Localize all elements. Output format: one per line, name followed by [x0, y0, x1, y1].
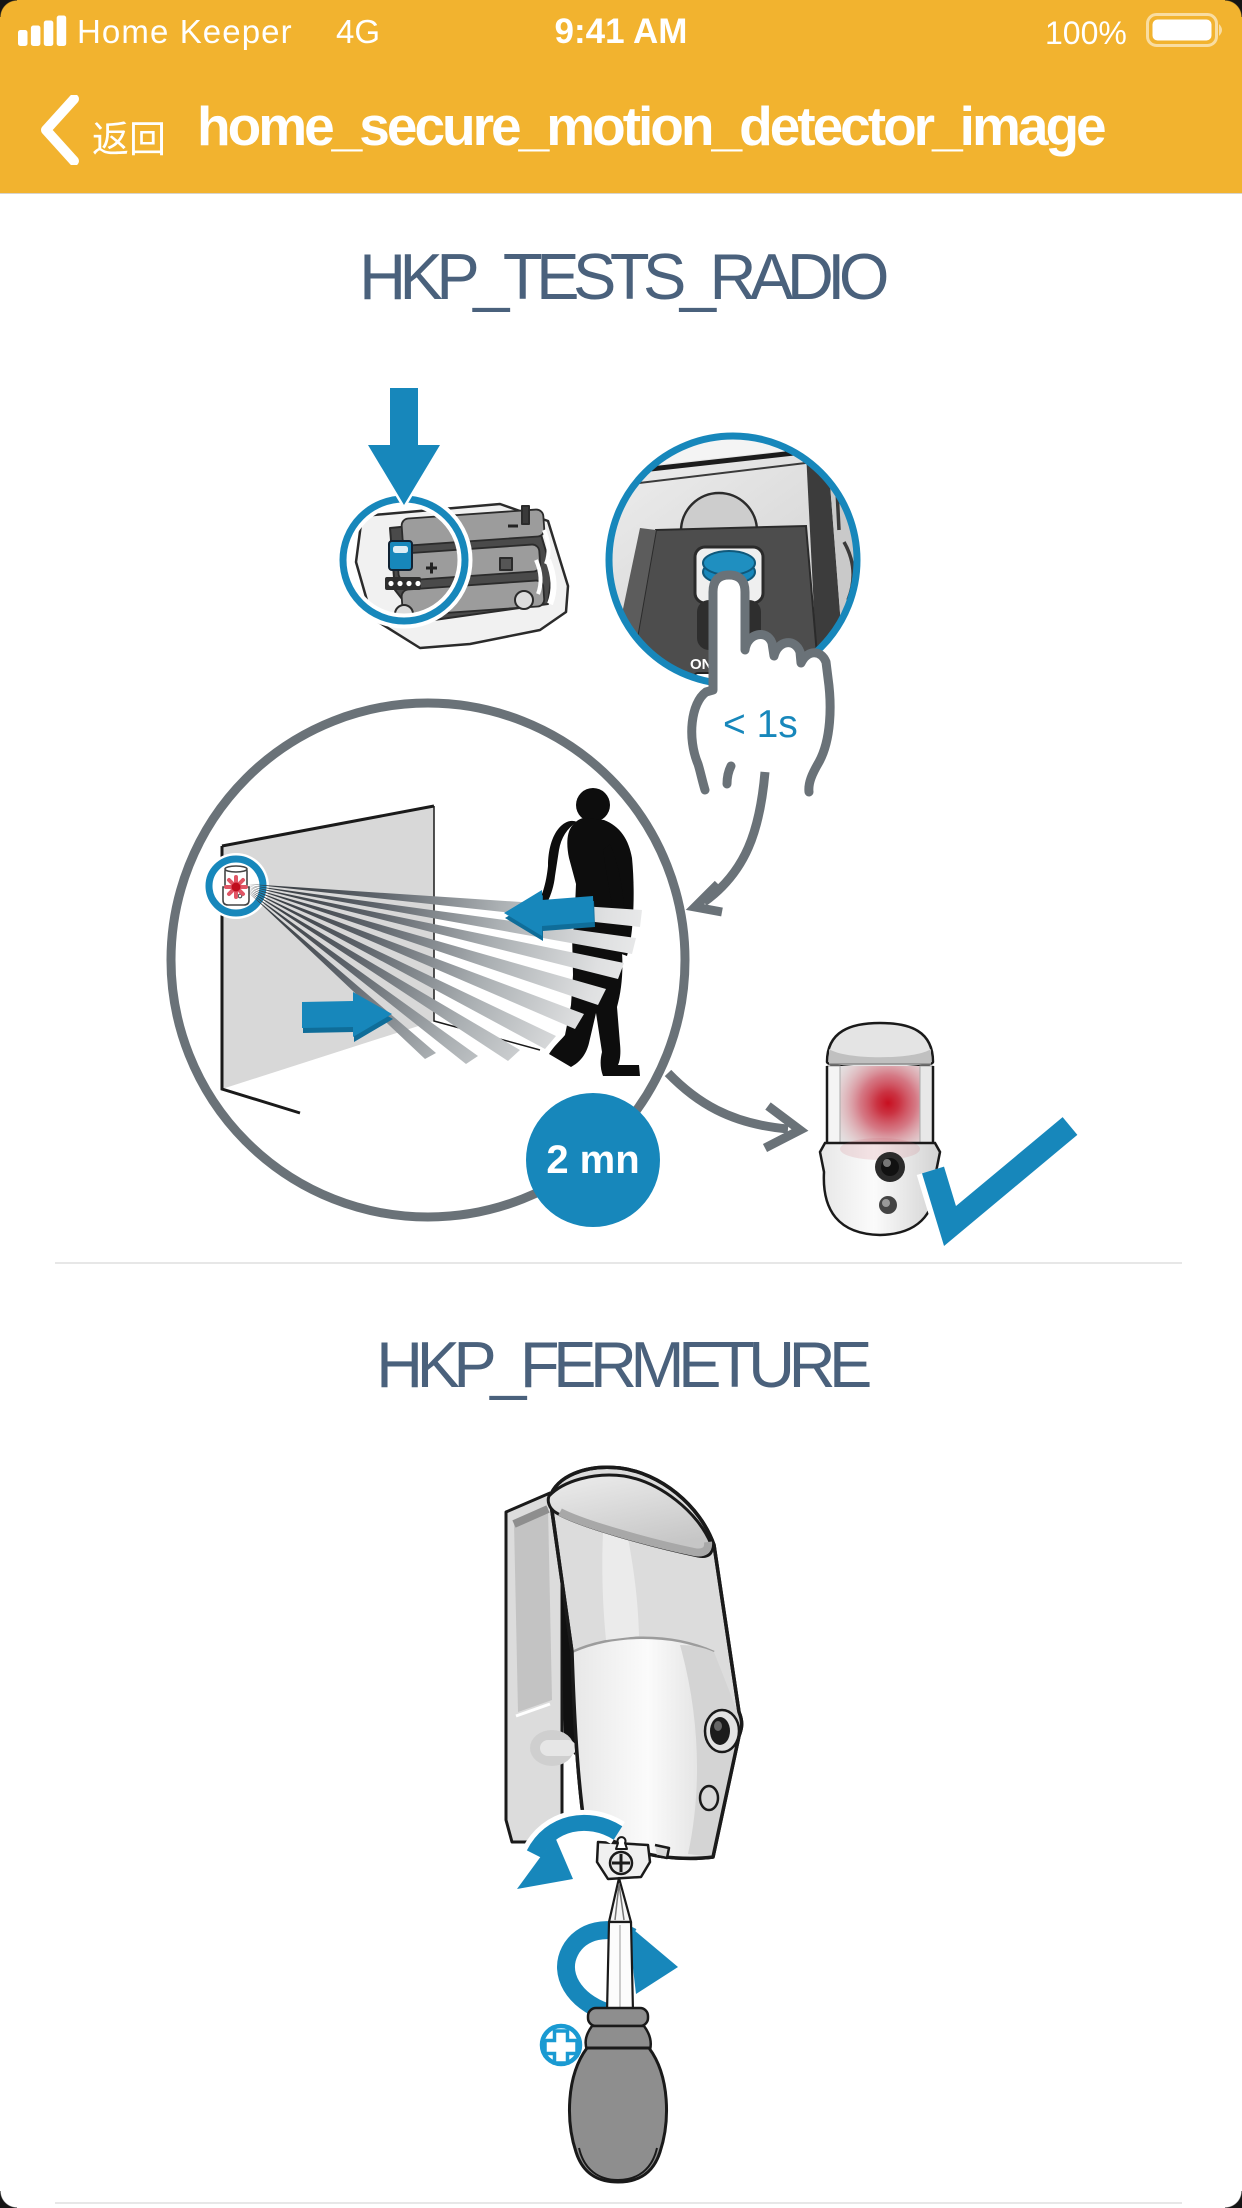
svg-text:ON: ON — [690, 656, 713, 673]
svg-text:2 mn: 2 mn — [546, 1138, 639, 1182]
svg-text:< 1s: < 1s — [723, 703, 798, 746]
